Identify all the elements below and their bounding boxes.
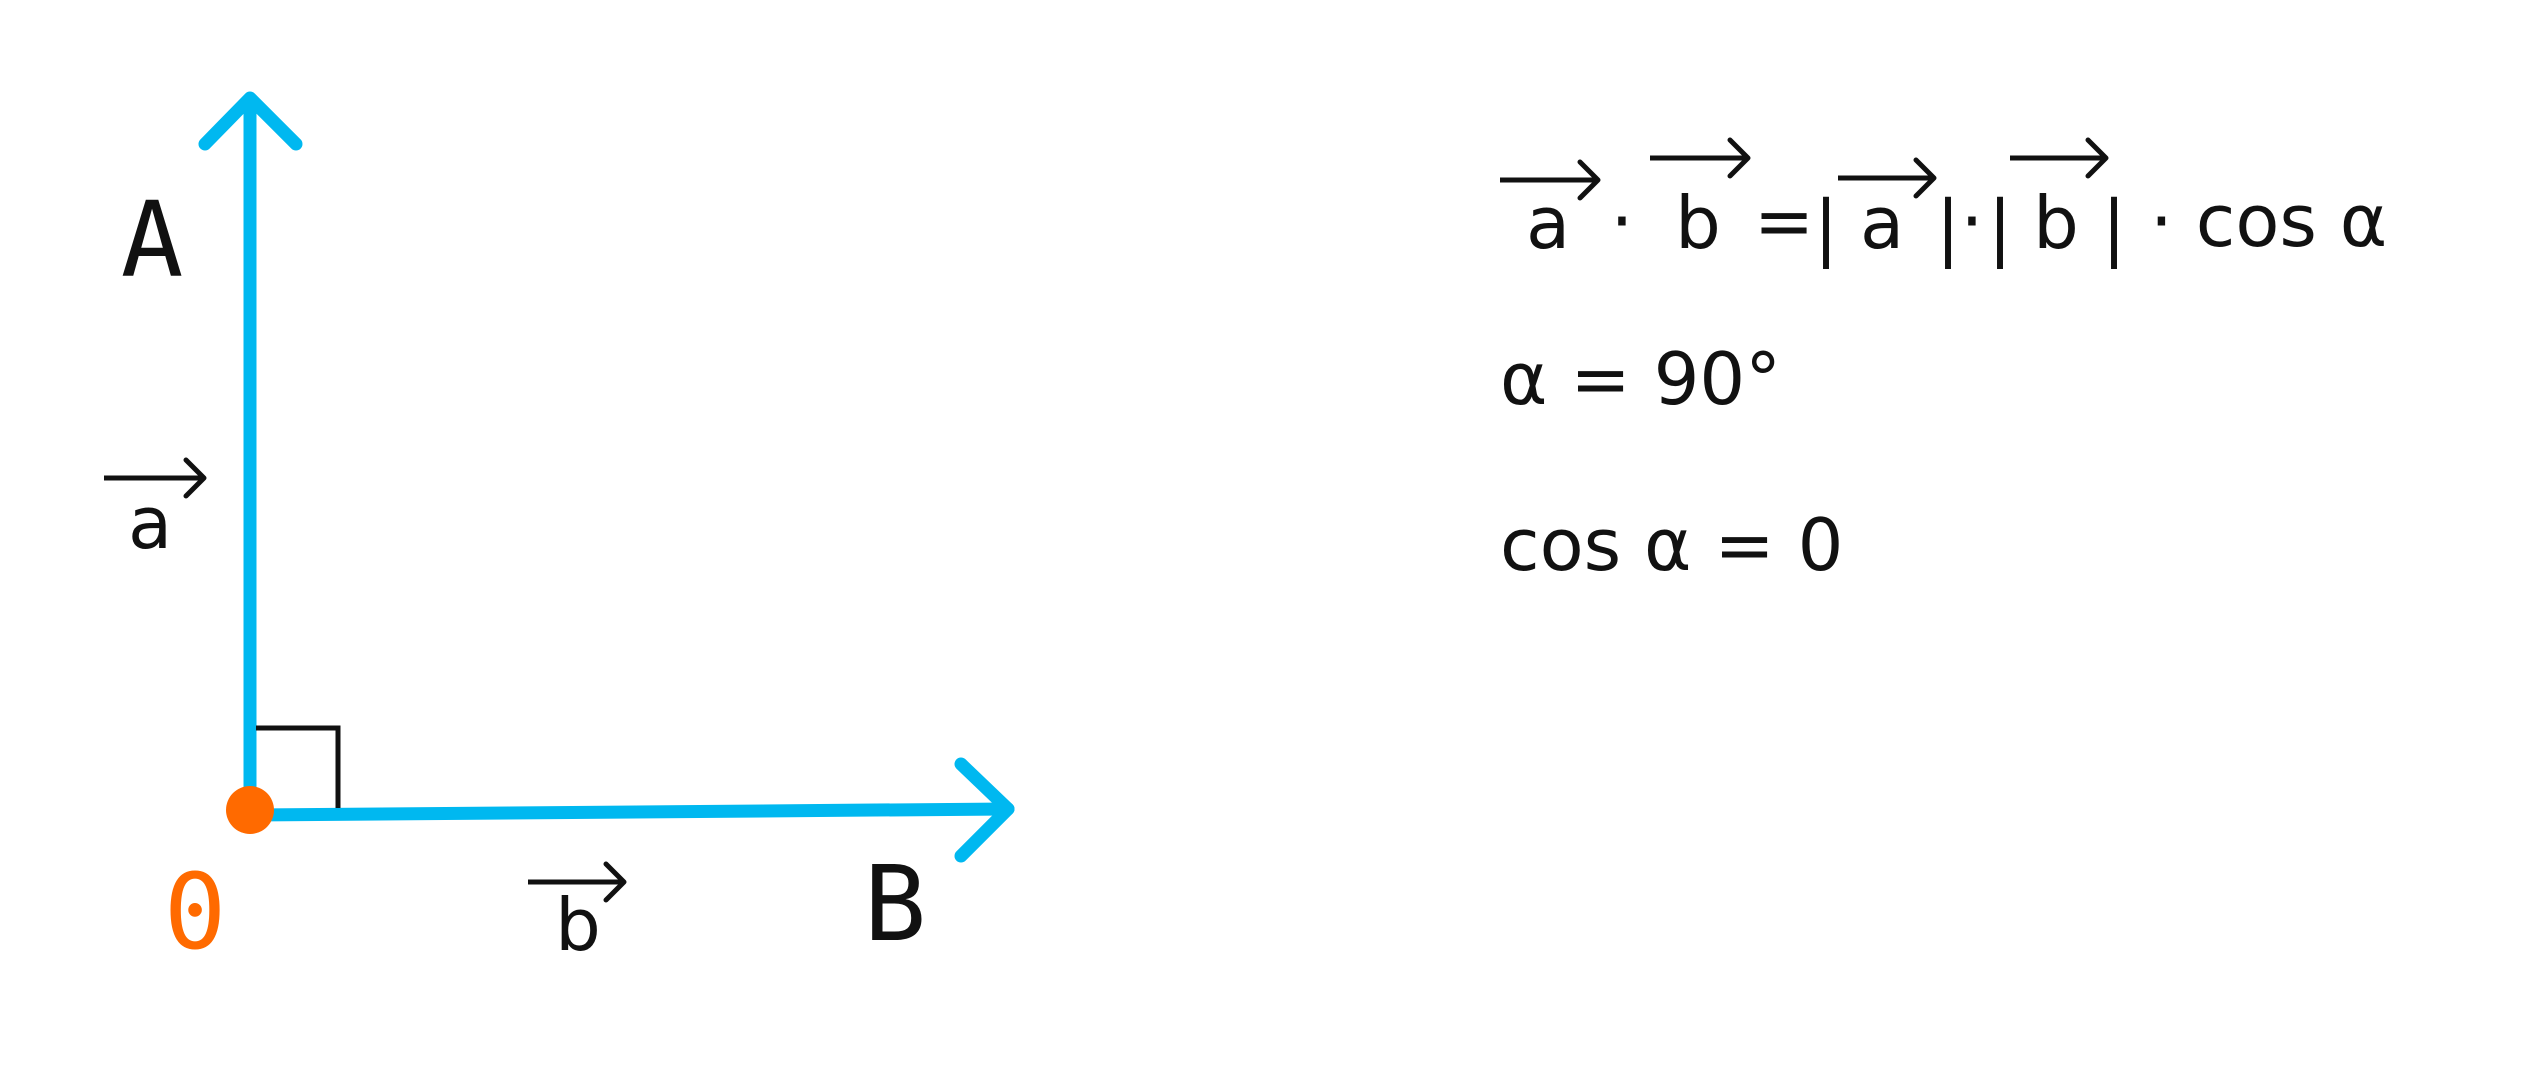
formula-cos-alpha: · cos α <box>2150 179 2387 263</box>
vector-label-b-letter: b <box>555 883 601 967</box>
vector-b-arrowhead <box>954 757 1015 863</box>
vector-b-line <box>243 802 1015 822</box>
vector-label-b: b <box>528 861 627 967</box>
formula-mid-dot: · <box>1961 179 1984 263</box>
formula-abs-vector-b: b <box>2033 181 2079 265</box>
formula-abs-vector-a: a <box>1860 181 1904 265</box>
formula-alpha-value: α = 90° <box>1500 337 1781 421</box>
formula-equals: = <box>1754 179 1814 263</box>
right-angle-marker <box>256 725 341 808</box>
origin-point <box>226 786 274 834</box>
formula-abs-bar-open-b: | <box>1988 185 2012 270</box>
vector-label-a: a <box>104 457 207 565</box>
point-label-b: B <box>864 843 927 965</box>
formula-abs-bar-close-b: | <box>2102 185 2126 270</box>
vector-label-a-letter: a <box>128 481 172 565</box>
formula-abs-bar-open-a: | <box>1814 185 1838 270</box>
formula-abs-bar-close-a: | <box>1936 185 1960 270</box>
formula-cos-result: cos α = 0 <box>1500 503 1843 587</box>
formula-vector-b: b <box>1675 181 1721 265</box>
formula-dot-product: a · b = | a | · | b | · cos α <box>1500 137 2387 270</box>
formula-dot-operator: · <box>1611 179 1634 263</box>
point-label-a: A <box>121 179 184 301</box>
vector-a-arrowhead <box>198 91 303 151</box>
formula-vector-a: a <box>1526 181 1570 265</box>
point-label-origin: 0 <box>164 851 227 973</box>
